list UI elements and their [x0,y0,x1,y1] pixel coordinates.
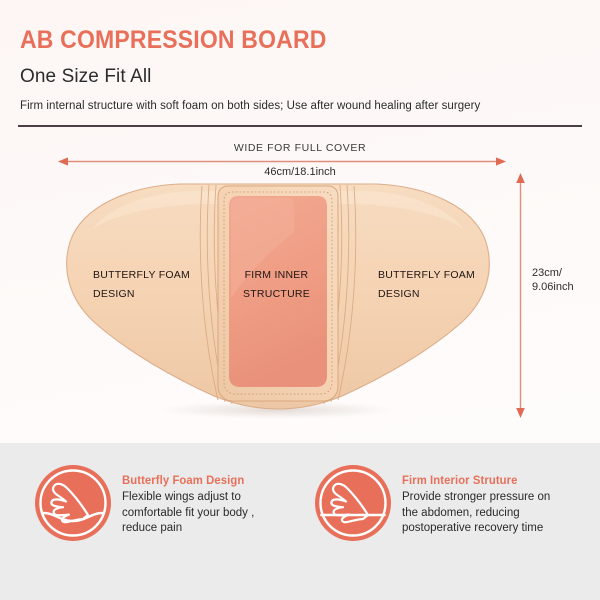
hero-section: AB COMPRESSION BOARD One Size Fit All Fi… [0,0,600,443]
height-dimension-value: 23cm/ 9.06inch [532,266,574,294]
height-value-line2: 9.06inch [532,281,574,293]
feature-body-butterfly-foam: Flexible wings adjust to comfortable fit… [122,490,303,537]
feature-body-line: Provide stronger pressure on [402,491,551,503]
feature-text-firm-interior: Firm Interior Struture Provide stronger … [393,461,593,537]
width-dimension-caption: WIDE FOR FULL COVER [233,142,367,154]
product-label-center-panel: FIRM INNER STRUCTURE [243,266,310,304]
feature-text-butterfly-foam: Butterfly Foam Design Flexible wings adj… [113,461,303,537]
product-label-right-wing: BUTTERFLY FOAM DESIGN [378,266,475,304]
feature-item-firm-interior: Firm Interior Struture Provide stronger … [313,461,593,543]
hand-pressing-firm-surface-icon [315,465,391,541]
product-label-left-line2: DESIGN [93,288,135,300]
height-dimension-arrow-icon [516,173,525,418]
product-label-center-line2: STRUCTURE [243,288,310,300]
feature-body-line: reduce pain [122,522,183,534]
feature-title-butterfly-foam: Butterfly Foam Design [122,473,245,487]
page-title: AB COMPRESSION BOARD [20,26,327,54]
feature-body-line: postoperative recovery time [402,522,544,534]
width-dimension-value: 46cm/18.1inch [264,166,336,178]
width-dimension-arrow-icon [58,157,506,166]
feature-item-butterfly-foam: Butterfly Foam Design Flexible wings adj… [33,461,303,543]
product-description: Firm internal structure with soft foam o… [20,100,481,112]
page-subtitle: One Size Fit All [20,66,152,87]
hand-pressing-soft-surface-icon [35,465,111,541]
product-label-center-line1: FIRM INNER [244,269,309,281]
feature-body-line: comfortable fit your body , [122,506,255,519]
feature-title-firm-interior: Firm Interior Struture [402,473,518,487]
product-label-left-line1: BUTTERFLY FOAM [93,269,191,281]
product-label-right-line2: DESIGN [378,288,420,300]
features-section: Butterfly Foam Design Flexible wings adj… [0,443,600,600]
height-value-line1: 23cm/ [532,267,562,279]
product-label-left-wing: BUTTERFLY FOAM DESIGN [93,266,190,304]
feature-body-firm-interior: Provide stronger pressure on the abdomen… [402,490,593,537]
product-label-right-line1: BUTTERFLY FOAM [378,269,476,281]
product-illustration [66,183,490,419]
header-divider [18,125,582,127]
feature-body-line: Flexible wings adjust to [122,491,241,503]
feature-body-line: the abdomen, reducing [402,506,520,519]
